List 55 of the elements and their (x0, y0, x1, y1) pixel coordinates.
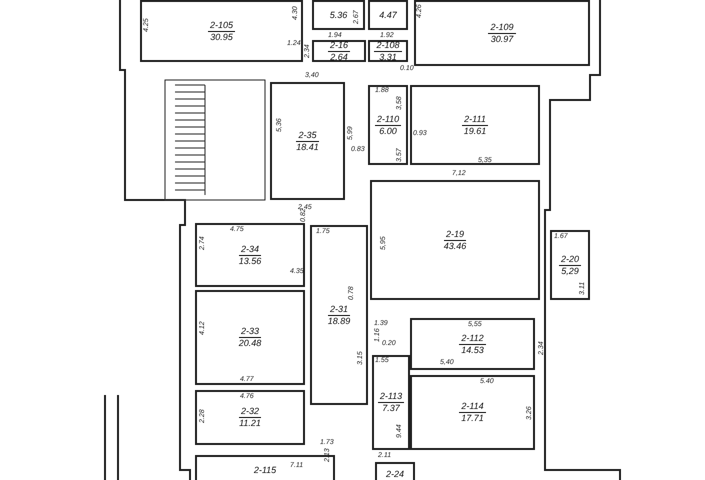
room-area: 30.97 (488, 34, 516, 44)
room-number: 5.36 (328, 10, 348, 20)
room-area: 20.48 (236, 338, 264, 349)
room (312, 0, 365, 30)
room (410, 318, 535, 370)
room (550, 230, 590, 300)
room (372, 355, 410, 450)
room-number: 2-109 (488, 22, 516, 34)
room-number: 2-33 (238, 326, 261, 338)
room-area: 13.56 (236, 256, 264, 266)
room-area: 18.41 (294, 142, 321, 152)
room-number: 2-113 (378, 391, 404, 403)
room (410, 375, 535, 450)
room-number: 2-19 (444, 228, 466, 240)
room (368, 0, 408, 30)
room-number: 2-35 (296, 130, 318, 142)
room-number: 2-112 (459, 332, 486, 344)
room-number: 2-16 (328, 40, 350, 52)
room-area: 30.95 (208, 32, 235, 42)
room (375, 462, 415, 480)
room-number: 2-114 (459, 401, 486, 413)
room-number: 2-110 (374, 114, 402, 126)
room (368, 85, 408, 165)
room-area: 2.64 (328, 52, 350, 62)
room-area: 18.89 (326, 316, 352, 326)
room (195, 223, 305, 287)
room-number: 2-108 (374, 40, 402, 52)
room-area: 11.21 (237, 418, 263, 429)
room-number: 2-34 (238, 244, 261, 256)
room-number: 2-24 (384, 469, 405, 480)
room (312, 40, 366, 62)
room-area: 43.46 (442, 240, 468, 252)
room (370, 180, 540, 300)
room-area: 7.37 (380, 403, 402, 414)
room-number: 2-115 (252, 464, 278, 476)
room-number: 4.47 (378, 10, 398, 20)
room (410, 85, 540, 165)
room (414, 0, 590, 66)
room-number: 2-111 (462, 114, 488, 126)
room-number: 2-31 (328, 304, 350, 316)
room-number: 2-20 (558, 254, 581, 266)
room-number: 2-105 (208, 20, 236, 32)
room (368, 40, 408, 62)
room (270, 82, 345, 200)
room-number: 2-32 (238, 406, 261, 418)
room-area: 19.61 (462, 126, 488, 136)
room (310, 225, 368, 405)
room (140, 0, 303, 62)
room-area: 17.71 (459, 413, 486, 424)
room (195, 390, 305, 445)
room-area: 14.53 (459, 344, 486, 356)
room-area: 5,29 (559, 266, 581, 276)
room (195, 290, 305, 385)
room-area: 3.31 (377, 52, 399, 62)
room-area: 6.00 (377, 126, 399, 136)
